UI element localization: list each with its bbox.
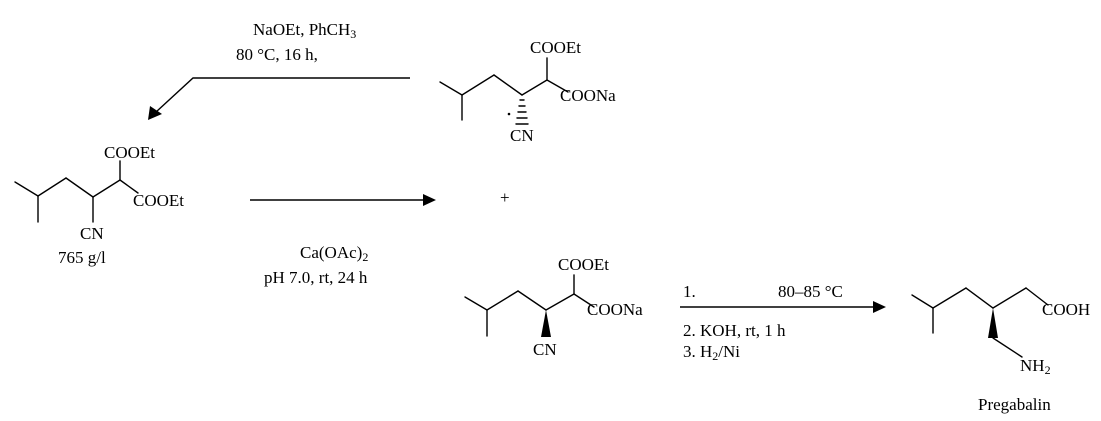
final-step3: 3. H2/Ni xyxy=(683,342,741,363)
reagent-middle-line2: pH 7.0, rt, 24 h xyxy=(264,268,368,287)
bottom-cn-label: CN xyxy=(533,340,557,359)
structure-top xyxy=(439,57,569,125)
plus-sign: + xyxy=(500,188,510,207)
reagent-top-line2: 80 °C, 16 h, xyxy=(236,45,318,64)
reagent-top-line1: NaOEt, PhCH3 xyxy=(253,20,357,41)
structure-bottom xyxy=(464,274,595,337)
final-step2: 2. KOH, rt, 1 h xyxy=(683,321,786,340)
left-cooet-top-label: COOEt xyxy=(104,143,155,162)
bottom-cooet-label: COOEt xyxy=(558,255,609,274)
top-coona-label: COONa xyxy=(560,86,616,105)
final-step1-condition: 80–85 °C xyxy=(778,282,843,301)
left-concentration-label: 765 g/l xyxy=(58,248,106,267)
top-cooet-label: COOEt xyxy=(530,38,581,57)
left-cn-label: CN xyxy=(80,224,104,243)
top-cn-label: CN xyxy=(510,126,534,145)
bottom-coona-label: COONa xyxy=(587,300,643,319)
arrow-middle-reaction xyxy=(250,194,436,206)
product-name-label: Pregabalin xyxy=(978,395,1051,414)
product-cooh-label: COOH xyxy=(1042,300,1091,319)
structure-left xyxy=(14,160,139,223)
arrow-final-reaction xyxy=(680,301,886,313)
product-nh2-label: NH2 xyxy=(1020,356,1051,377)
structure-product xyxy=(911,287,1049,358)
arrow-top-reaction xyxy=(148,77,410,120)
reagent-middle-line1: Ca(OAc)2 xyxy=(300,243,369,264)
left-cooet-bottom-label: COOEt xyxy=(133,191,184,210)
final-step1-number: 1. xyxy=(683,282,696,301)
